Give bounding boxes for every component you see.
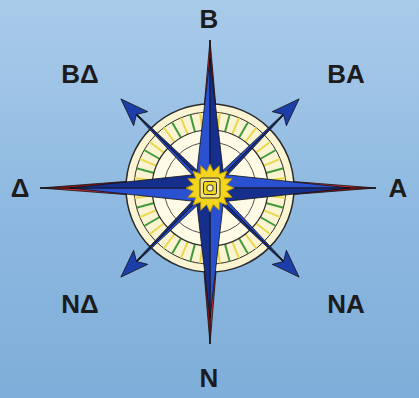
ring-tick — [264, 210, 281, 217]
ring-tick — [232, 242, 239, 259]
ring-tick — [256, 142, 270, 153]
ring-tick — [225, 115, 230, 132]
ring-tick — [144, 217, 160, 226]
arrow-head — [121, 250, 148, 277]
ring-tick — [245, 234, 256, 248]
ring-tick — [239, 238, 248, 254]
ring-tick — [245, 128, 256, 142]
direction-label: ΝΔ — [61, 291, 98, 317]
arrow-head — [121, 99, 148, 126]
ring-tick — [225, 244, 230, 261]
ring-tick — [232, 118, 239, 135]
center-square — [200, 178, 220, 198]
ring-tick — [181, 118, 188, 135]
ring-tick — [256, 223, 270, 234]
center-square — [207, 185, 213, 191]
ring-tick — [260, 150, 276, 159]
direction-label: ΝΑ — [327, 291, 365, 317]
ring-tick — [164, 234, 175, 248]
center-square — [204, 182, 217, 195]
ring-tick — [172, 238, 181, 254]
direction-label: ΒΔ — [61, 61, 98, 87]
ring-tick — [260, 217, 276, 226]
ring-tick — [264, 159, 281, 166]
ring-tick — [266, 203, 283, 208]
rose-group — [40, 40, 376, 344]
direction-label: Α — [389, 175, 408, 201]
ring-tick — [266, 168, 283, 173]
direction-label: ΒΑ — [327, 61, 365, 87]
ring-tick — [150, 223, 164, 234]
center-sun — [186, 164, 234, 212]
ring-tick — [239, 122, 248, 138]
ring-tick — [140, 210, 157, 217]
ring-tick — [137, 168, 154, 173]
arrow-head — [272, 99, 299, 126]
ring-tick — [190, 244, 195, 261]
ring-tick — [172, 122, 181, 138]
ring-tick — [190, 115, 195, 132]
ring-tick — [140, 159, 157, 166]
direction-label: Β — [200, 6, 219, 32]
arrow-head — [272, 250, 299, 277]
ring-tick — [144, 150, 160, 159]
direction-label: Δ — [11, 175, 30, 201]
ring-tick — [137, 203, 154, 208]
ring-tick — [164, 128, 175, 142]
ring-tick — [181, 242, 188, 259]
ring-tick — [150, 142, 164, 153]
direction-label: Ν — [200, 365, 219, 391]
